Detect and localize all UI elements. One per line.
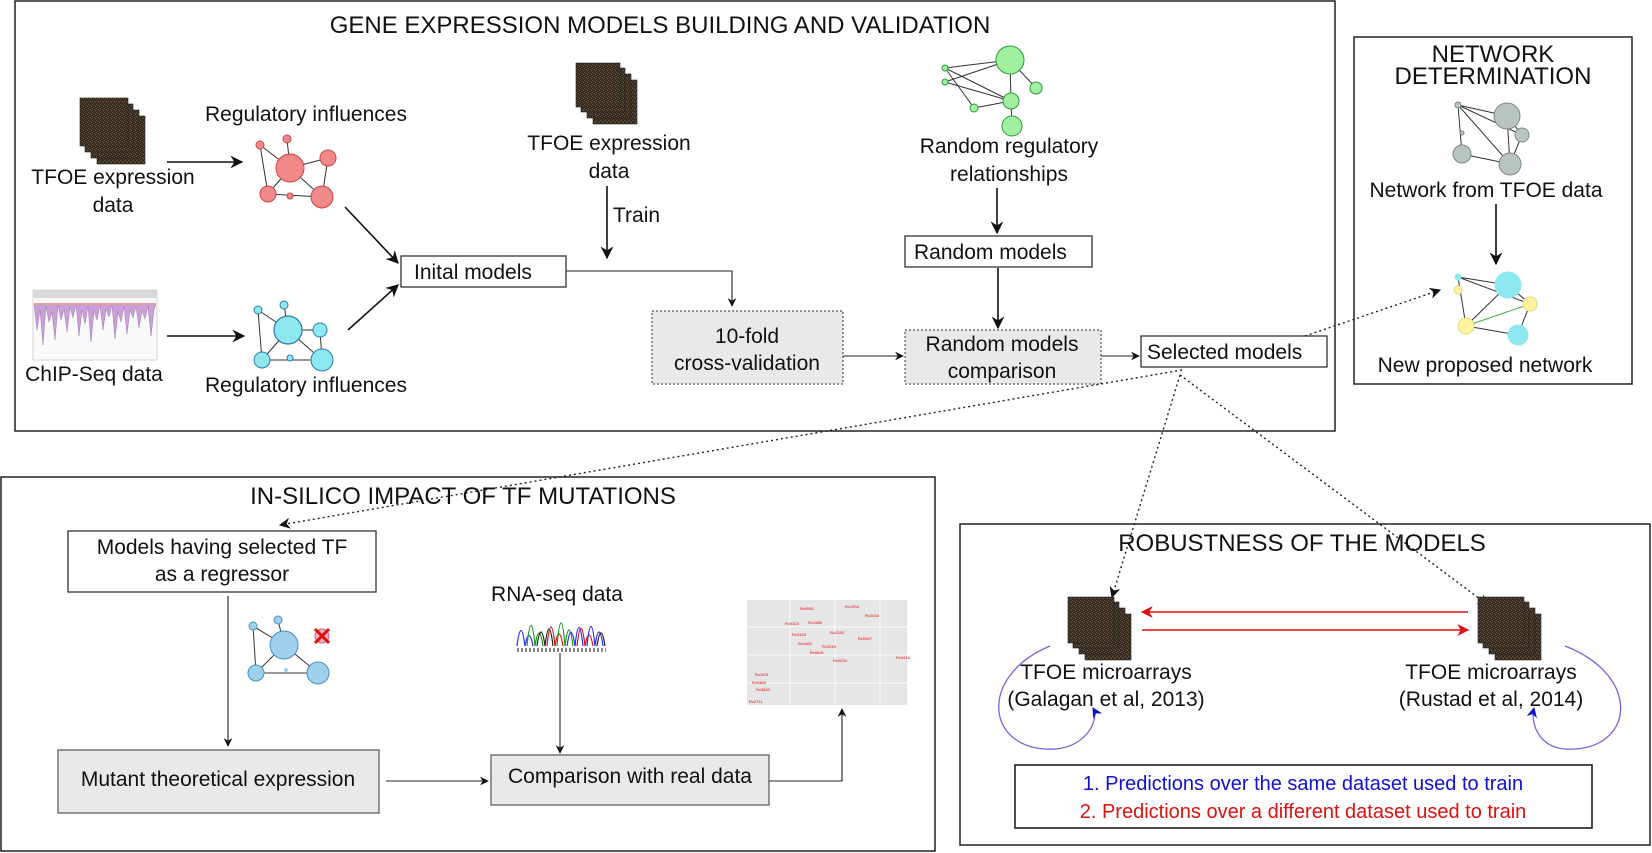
svg-text:Rv0465: Rv0465: [752, 680, 767, 685]
svg-text:Rv2250: Rv2250: [830, 630, 845, 635]
rustad-label-2: (Rustad et al, 2014): [1399, 688, 1583, 711]
svg-text:Rv1985: Rv1985: [808, 620, 823, 625]
cv-label-1: 10-fold: [715, 325, 779, 348]
gray-network-icon: [1452, 101, 1530, 176]
svg-text:Rv3133: Rv3133: [792, 632, 807, 637]
svg-text:Rv3249: Rv3249: [822, 644, 837, 649]
initial-models-box: [400, 255, 567, 288]
green-network-icon: [941, 45, 1043, 137]
cv-label-2: cross-validation: [674, 352, 820, 375]
tfoe-left-label-1: TFOE expression: [31, 166, 194, 189]
random-models-box: [904, 235, 1093, 268]
tfoe-left-label-2: data: [93, 194, 134, 217]
svg-text:Rv0081: Rv0081: [800, 606, 815, 611]
mutant-expression-box: [57, 749, 380, 814]
random-rel-label-2: relationships: [950, 163, 1068, 186]
panel-insilico: IN-SILICO IMPACT OF TF MUTATIONS Models …: [0, 476, 936, 852]
cyan-network-icon: [253, 300, 334, 372]
insilico-title: IN-SILICO IMPACT OF TF MUTATIONS: [250, 483, 676, 510]
mutant-label: Mutant theoretical expression: [81, 768, 355, 791]
models-selected-tf-box: [67, 530, 377, 593]
panel-title-gene-expression: GENE EXPRESSION MODELS BUILDING AND VALI…: [330, 12, 991, 39]
comparison-label-1: Random models: [926, 333, 1079, 356]
rnaseq-label: RNA-seq data: [491, 583, 623, 606]
legend-box: [1014, 764, 1593, 829]
models-tf-label-1: Models having selected TF: [97, 536, 348, 559]
comparison-real-data-box: [490, 754, 770, 806]
reg-influences-top-label: Regulatory influences: [205, 103, 407, 126]
svg-text:Rv1994: Rv1994: [845, 604, 860, 609]
panel-robustness: ROBUSTNESS OF THE MODELS TFOE microarray…: [959, 523, 1651, 846]
tfoe-heatmap-icon-rustad: [1477, 596, 1542, 661]
train-label: Train: [613, 204, 660, 227]
red-network-icon: [255, 134, 337, 209]
new-network-icon: [1453, 271, 1538, 346]
rustad-label-1: TFOE microarrays: [1405, 661, 1577, 684]
legend-item-different-dataset: 2. Predictions over a different dataset …: [1080, 801, 1527, 823]
robustness-title: ROBUSTNESS OF THE MODELS: [1118, 530, 1486, 557]
tfoe-heatmap-icon-galagan: [1067, 596, 1132, 661]
random-rel-label-1: Random regulatory: [920, 135, 1099, 158]
svg-text:Rv3830: Rv3830: [756, 687, 771, 692]
legend-item-same-dataset: 1. Predictions over the same dataset use…: [1083, 773, 1523, 795]
random-comparison-box: [904, 329, 1102, 385]
svg-text:Rv0691: Rv0691: [810, 650, 825, 655]
svg-text:Rv1460: Rv1460: [798, 641, 813, 646]
svg-text:Rv2034: Rv2034: [865, 613, 880, 618]
tfoe-heatmap-icon: [79, 97, 146, 165]
galagan-label-2: (Galagan et al, 2013): [1007, 688, 1204, 711]
new-network-label: New proposed network: [1378, 354, 1593, 377]
svg-text:Rv1931: Rv1931: [755, 672, 770, 677]
cross-validation-box: [651, 310, 844, 385]
comparison-label-2: comparison: [948, 360, 1057, 383]
scatter-plot-icon: Rv0081 Rv1994 Rv2034 Rv0324 Rv1985 Rv313…: [747, 600, 911, 705]
panel-network: NETWORK DETERMINATION Network from TFOE …: [1353, 36, 1633, 385]
selected-models-box: [1140, 335, 1328, 368]
network-title-2: DETERMINATION: [1395, 63, 1592, 90]
network-title-1: NETWORK: [1432, 41, 1555, 68]
svg-text:Rv2034: Rv2034: [833, 658, 848, 663]
random-models-label: Random models: [914, 241, 1067, 264]
svg-text:Rv3416: Rv3416: [896, 655, 911, 660]
svg-text:Rv0967: Rv0967: [858, 636, 873, 641]
tfoe-mid-label-1: TFOE expression: [527, 132, 690, 155]
svg-text:Rv2711: Rv2711: [749, 699, 763, 704]
models-tf-label-2: as a regressor: [155, 563, 289, 586]
tfoe-heatmap-icon-mid: [575, 62, 638, 125]
comparison-real-label: Comparison with real data: [508, 765, 752, 788]
svg-text:Rv0324: Rv0324: [785, 621, 800, 626]
initial-models-label: Inital models: [414, 261, 532, 284]
chipseq-plot-icon: [32, 289, 158, 361]
mutant-network-icon: [247, 615, 331, 685]
chipseq-label: ChIP-Seq data: [25, 363, 163, 386]
galagan-label-1: TFOE microarrays: [1020, 661, 1192, 684]
reg-influences-bottom-label: Regulatory influences: [205, 374, 407, 397]
tfoe-mid-label-2: data: [589, 160, 630, 183]
selected-models-label: Selected models: [1147, 341, 1302, 364]
network-from-tfoe-label: Network from TFOE data: [1369, 179, 1602, 202]
panel-gene-expression: GENE EXPRESSION MODELS BUILDING AND VALI…: [14, 0, 1336, 432]
rnaseq-chromatogram-icon: [516, 622, 606, 652]
